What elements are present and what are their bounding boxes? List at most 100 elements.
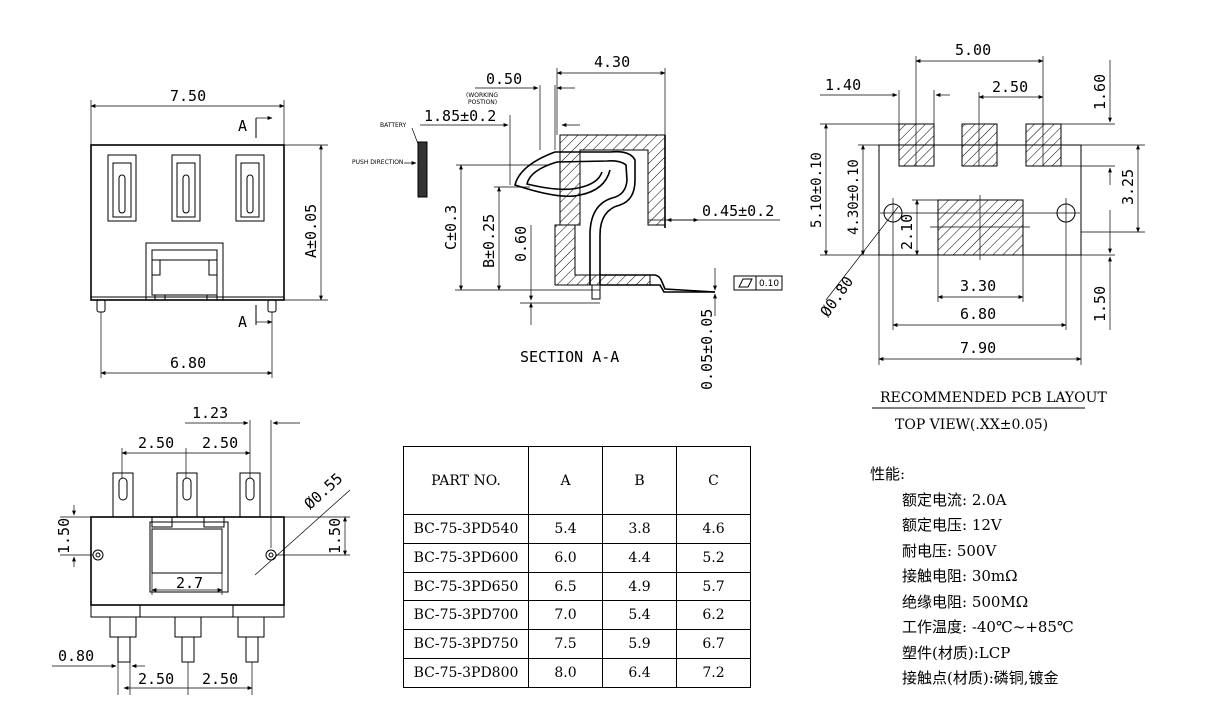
pcb-title: RECOMMENDED PCB LAYOUT: [880, 390, 1107, 406]
table-row: BC-75-3PD540 5.4 3.8 4.6: [403, 514, 751, 544]
section-title: SECTION A-A: [520, 348, 619, 366]
spec-item: 塑件(材质):LCP: [902, 643, 1011, 662]
dim-250-bottom-d: 2.50: [202, 670, 238, 688]
dim-430-pcb: 4.30±0.10: [846, 159, 862, 235]
specs-title: 性能:: [870, 465, 906, 483]
cell-part: BC-75-3PD540: [403, 514, 529, 544]
cell-part: BC-75-3PD750: [403, 629, 529, 660]
cell-b: 4.9: [602, 571, 677, 602]
dim-150-bottom-right: 1.50: [326, 518, 344, 554]
section-marker-bottom: A: [238, 313, 247, 331]
header-part-no: PART NO.: [403, 446, 529, 515]
dim-b: B±0.25: [480, 214, 498, 268]
table-row: BC-75-3PD600 6.0 4.4 5.2: [403, 542, 751, 573]
dim-500: 5.00: [955, 41, 991, 59]
dim-045: 0.45±0.2: [702, 202, 774, 220]
front-contacts: [107, 154, 265, 222]
cell-c: 4.6: [676, 514, 751, 544]
cell-a: 8.0: [528, 658, 603, 688]
working-position-1: (WORKING: [466, 92, 498, 99]
front-cavity: [145, 242, 224, 301]
cell-part: BC-75-3PD700: [403, 600, 529, 631]
dim-160: 1.60: [1091, 74, 1109, 110]
cell-c: 6.7: [676, 629, 751, 660]
dim-005: 0.05±0.05: [698, 309, 716, 390]
table-row: BC-75-3PD700 7.0 5.4 6.2: [403, 600, 751, 631]
cell-c: 6.2: [676, 600, 751, 631]
header-c: C: [676, 446, 751, 515]
spec-item: 工作温度: -40℃~+85℃: [902, 618, 1074, 636]
dim-790: 7.90: [960, 339, 996, 357]
pad-center: [937, 199, 1024, 256]
dim-430-section: 4.30: [594, 53, 630, 71]
flatness-symbol: [733, 275, 757, 291]
pcb-layout: 5.00 1.40 2.50 1.60 3.25 1.50 5.10±0.10 …: [809, 41, 1145, 433]
spec-item: 绝缘电阻: 500MΩ: [902, 592, 1029, 611]
cell-a: 6.0: [528, 542, 603, 573]
dim-055: Ø0.55: [301, 469, 347, 513]
pcb-subtitle: TOP VIEW(.XX±0.05): [895, 417, 1048, 433]
spec-item: 额定电压: 12V: [902, 516, 1002, 534]
cell-c: 5.7: [676, 571, 751, 602]
dim-060: 0.60: [512, 226, 530, 262]
dim-680-front: 6.80: [170, 354, 206, 372]
front-view: 7.50 A±0.05 6.80 A A: [90, 87, 328, 378]
cell-a: 5.4: [528, 514, 603, 544]
dim-680-pcb: 6.80: [960, 305, 996, 323]
table-row: BC-75-3PD800 8.0 6.4 7.2: [403, 658, 751, 688]
dim-140: 1.40: [825, 76, 861, 94]
dim-c: C±0.3: [442, 205, 460, 250]
section-view: BATTERY PUSH DIRECTION 4.30 0.50 (WORKIN…: [352, 53, 783, 390]
cell-b: 5.9: [602, 629, 677, 660]
cell-c: 7.2: [676, 658, 751, 688]
dim-27: 2.7: [176, 574, 203, 592]
dim-250-bottom-b: 2.50: [202, 434, 238, 452]
parts-table: PART NO. A B C BC-75-3PD540 5.4 3.8 4.6 …: [403, 446, 751, 688]
dim-250-pcb: 2.50: [992, 78, 1028, 96]
cell-b: 4.4: [602, 542, 677, 573]
bottom-view: 2.50 2.50 1.23 Ø0.55 1.50 1.50 2.7 0.80: [52, 404, 351, 695]
dim-250-bottom-a: 2.50: [138, 434, 174, 452]
flatness-value: 0.10: [759, 279, 779, 289]
dim-510: 5.10±0.10: [809, 152, 825, 228]
dim-330: 3.30: [960, 277, 996, 295]
working-position-2: POSTION): [468, 99, 497, 106]
dim-123: 1.23: [192, 404, 228, 422]
front-body: [90, 144, 285, 301]
table-row: BC-75-3PD650 6.5 4.9 5.7: [403, 571, 751, 602]
dim-050-section: 0.50: [486, 70, 522, 88]
dim-750: 7.50: [170, 87, 206, 105]
dim-250-bottom-c: 2.50: [138, 670, 174, 688]
table-header-row: PART NO. A B C: [403, 446, 751, 515]
cell-a: 7.5: [528, 629, 603, 660]
cell-c: 5.2: [676, 542, 751, 573]
dim-325: 3.25: [1119, 169, 1137, 205]
cell-b: 6.4: [602, 658, 677, 688]
spec-item: 额定电流: 2.0A: [902, 490, 1007, 509]
cell-a: 7.0: [528, 600, 603, 631]
push-direction-label: PUSH DIRECTION: [352, 159, 403, 166]
spec-item: 接触电阻: 30mΩ: [902, 567, 1018, 585]
cell-b: 5.4: [602, 600, 677, 631]
cell-part: BC-75-3PD600: [403, 542, 529, 573]
cell-part: BC-75-3PD800: [403, 658, 529, 688]
pad-3: [1025, 123, 1062, 167]
pad-1: [898, 123, 935, 167]
dim-150-pcb: 1.50: [1091, 286, 1109, 322]
spec-item: 接触点(材质):磷铜,镀金: [902, 669, 1059, 687]
cell-part: BC-75-3PD650: [403, 571, 529, 602]
dim-080-pcb: Ø0.80: [817, 273, 858, 320]
dim-210: 2.10: [898, 214, 916, 250]
pad-2: [961, 123, 998, 167]
dim-080-bottom: 0.80: [58, 647, 94, 665]
dim-a: A±0.05: [302, 204, 320, 258]
dim-150-bottom-left: 1.50: [55, 518, 73, 554]
dim-185: 1.85±0.2: [424, 107, 496, 125]
header-a: A: [528, 446, 603, 515]
battery: [417, 141, 428, 198]
header-b: B: [602, 446, 677, 515]
cell-a: 6.5: [528, 571, 603, 602]
spec-item: 耐电压: 500V: [902, 541, 997, 560]
battery-label: BATTERY: [380, 122, 407, 129]
